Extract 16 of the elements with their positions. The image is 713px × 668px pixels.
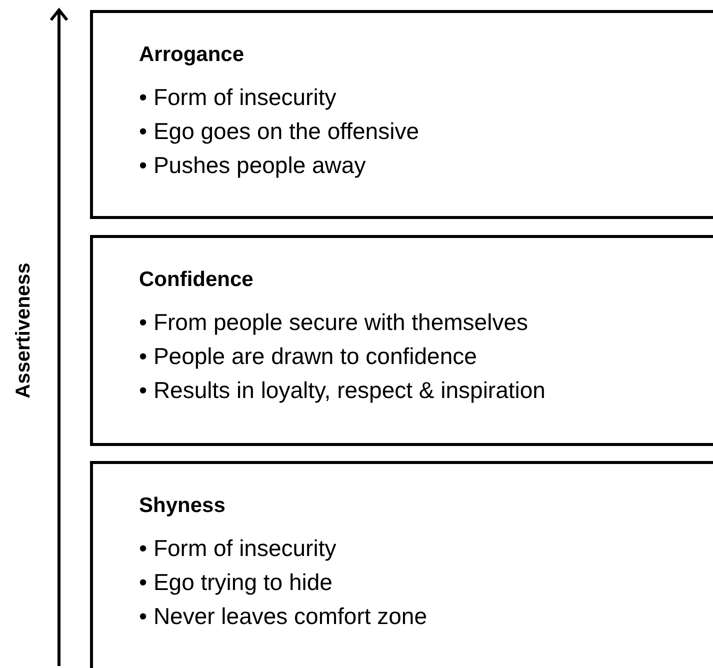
box-heading: Shyness xyxy=(139,494,226,518)
bullet-item: • People are drawn to confidence xyxy=(139,342,478,371)
category-box xyxy=(90,235,713,446)
box-heading: Arrogance xyxy=(139,43,244,67)
bullet-item: • Never leaves comfort zone xyxy=(139,602,428,631)
bullet-item: • From people secure with themselves xyxy=(139,308,529,337)
bullet-item: • Results in loyalty, respect & inspiration xyxy=(139,376,546,405)
bullet-item: • Pushes people away xyxy=(139,151,367,180)
bullet-item: • Ego goes on the offensive xyxy=(139,117,419,146)
category-box xyxy=(90,10,713,219)
bullet-item: • Form of insecurity xyxy=(139,83,338,112)
bullet-item: • Ego trying to hide xyxy=(139,568,334,597)
bullet-item: • Form of insecurity xyxy=(139,534,338,563)
box-heading: Confidence xyxy=(139,268,254,292)
axis-label: Assertiveness xyxy=(12,262,36,398)
category-box xyxy=(90,461,713,668)
